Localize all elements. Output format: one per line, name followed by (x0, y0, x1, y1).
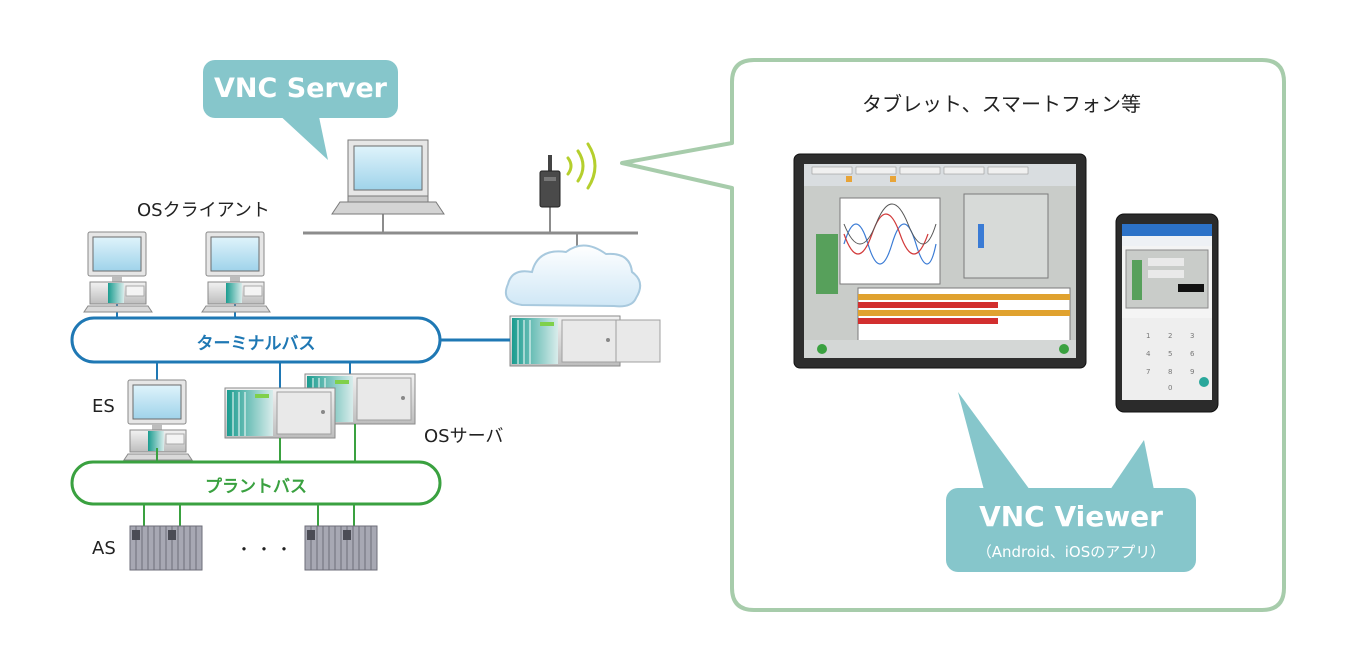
wireless-access-point-icon (539, 155, 561, 208)
workstation-icon (83, 231, 153, 313)
svg-text:5: 5 (1168, 350, 1172, 358)
vnc-server-callout (203, 60, 398, 160)
as-label: AS (92, 538, 116, 559)
svg-text:0: 0 (1168, 384, 1172, 392)
svg-text:3: 3 (1190, 332, 1194, 340)
panel-title: タブレット、スマートフォン等 (862, 92, 1141, 116)
plant-bus (70, 460, 442, 506)
svg-text:2: 2 (1168, 332, 1172, 340)
controller-rack-icon (304, 525, 378, 571)
os-client-label: OSクライアント (137, 200, 270, 221)
svg-text:4: 4 (1146, 350, 1151, 358)
vnc-viewer-callout (946, 392, 1196, 572)
workstation-icon (201, 231, 271, 313)
server-rack-icon (224, 387, 336, 439)
as-drop-lines (143, 504, 355, 526)
os-server-label: OSサーバ (424, 426, 504, 447)
vnc-viewer-sublabel: （Android、iOSのアプリ） (976, 543, 1166, 561)
svg-text:8: 8 (1168, 368, 1172, 376)
svg-text:9: 9 (1190, 368, 1194, 376)
terminal-bus-label: ターミナルバス (196, 334, 316, 354)
plant-bus-label: プラントバス (205, 477, 307, 497)
vnc-viewer-label: VNC Viewer (979, 500, 1163, 533)
controller-rack-icon (129, 525, 203, 571)
svg-text:7: 7 (1146, 368, 1150, 376)
wifi-signal-icon (566, 142, 597, 190)
terminal-bus (70, 316, 442, 364)
svg-text:6: 6 (1190, 350, 1195, 358)
server-rack-icon (615, 319, 661, 363)
laptop-icon (331, 139, 445, 215)
svg-text:1: 1 (1146, 332, 1150, 340)
vnc-server-label: VNC Server (213, 73, 387, 104)
cloud-icon (504, 244, 642, 308)
es-label: ES (92, 396, 115, 417)
ellipsis-label: ・・・ (236, 540, 297, 559)
smartphone-icon: 1 2 3 4 5 6 7 8 9 0 (1115, 213, 1219, 413)
tablet-icon (793, 153, 1087, 369)
